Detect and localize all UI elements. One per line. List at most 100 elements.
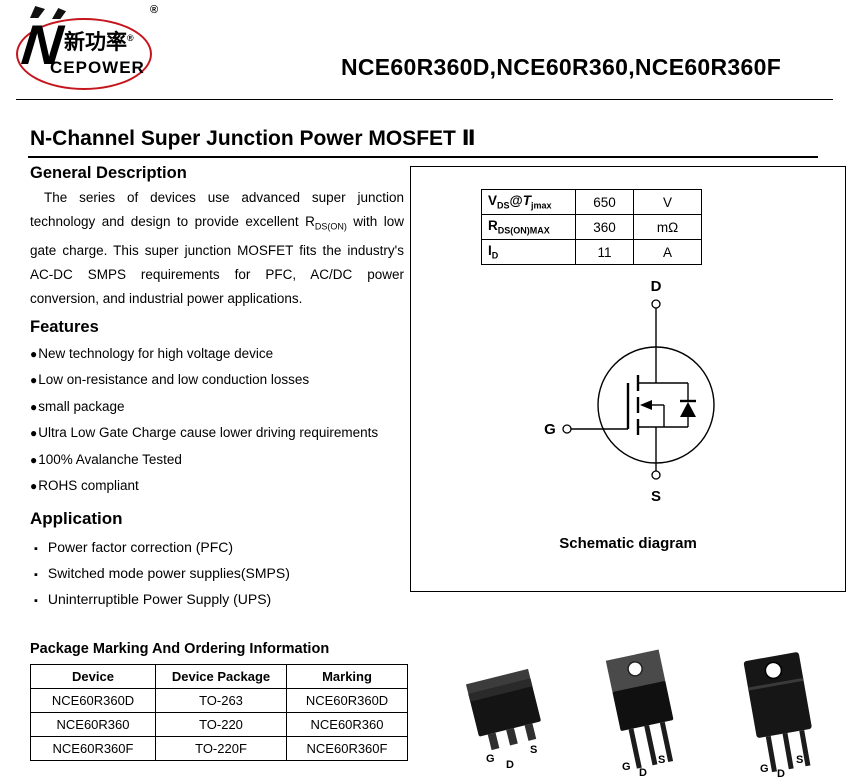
feature-text: Ultra Low Gate Charge cause lower drivin… xyxy=(38,425,379,441)
header-divider xyxy=(16,99,833,100)
application-text: Uninterruptible Power Supply (UPS) xyxy=(47,590,272,607)
cell-device: NCE60R360 xyxy=(30,712,156,737)
bullet-icon: ▪ xyxy=(34,542,38,555)
feature-item: ●100% Avalanche Tested xyxy=(30,447,404,474)
feature-text: New technology for high voltage device xyxy=(38,345,274,361)
company-logo: ® N 新功率® CEPOWER xyxy=(16,4,166,98)
cell-marking: NCE60R360F xyxy=(286,736,408,761)
document-title: NCE60R360D,NCE60R360,NCE60R360F xyxy=(340,54,782,80)
feature-item: ●New technology for high voltage device xyxy=(30,341,404,368)
gate-terminal-icon xyxy=(562,424,572,434)
package-image-to220: G D S xyxy=(605,649,674,779)
spec-value: 11 xyxy=(575,239,634,265)
application-text: Switched mode power supplies(SMPS) xyxy=(47,564,290,581)
column-header-marking: Marking xyxy=(286,664,408,689)
bullet-icon: ▪ xyxy=(34,568,38,581)
source-terminal-icon xyxy=(651,470,661,480)
logo-oval: N 新功率® CEPOWER xyxy=(16,13,152,90)
body-arrow-icon xyxy=(640,400,652,410)
bullet-icon: ▪ xyxy=(34,594,38,607)
bullet-icon: ● xyxy=(30,452,38,467)
spec-value: 650 xyxy=(575,189,634,215)
title-divider xyxy=(28,156,818,158)
pin-label-s: S xyxy=(796,754,803,766)
features-list: ●New technology for high voltage device … xyxy=(30,341,404,500)
spec-unit: A xyxy=(633,239,702,265)
to263-body xyxy=(465,668,541,751)
ordering-heading: Package Marking And Ordering Information xyxy=(30,641,330,657)
general-description-text: The series of devices use advanced super… xyxy=(30,186,404,311)
spec-param-rdson: RDS(ON)MAX xyxy=(481,214,576,240)
key-spec-table: VDS@Tjmax 650 V RDS(ON)MAX 360 mΩ ID 11 … xyxy=(481,189,702,265)
application-item: ▪ Switched mode power supplies(SMPS) xyxy=(30,561,404,587)
mosfet-schematic: D G S xyxy=(544,278,715,505)
table-header-row: Device Device Package Marking xyxy=(30,664,408,689)
feature-text: Low on-resistance and low conduction los… xyxy=(38,372,310,388)
pin-label-d: D xyxy=(777,768,785,779)
drain-label: D xyxy=(651,278,662,295)
feature-item: ●ROHS compliant xyxy=(30,473,404,500)
bullet-icon: ● xyxy=(30,479,38,494)
logo-chinese-text: 新功率® xyxy=(64,26,134,56)
table-row: ID 11 A xyxy=(481,239,702,265)
pin-label-d: D xyxy=(506,759,514,771)
table-row: NCE60R360F TO-220F NCE60R360F xyxy=(30,736,408,761)
column-header-device: Device xyxy=(30,664,156,689)
registered-mark: ® xyxy=(150,4,159,16)
spec-unit: mΩ xyxy=(633,214,702,240)
table-row: VDS@Tjmax 650 V xyxy=(481,189,702,215)
application-text: Power factor correction (PFC) xyxy=(47,538,234,555)
cell-device: NCE60R360D xyxy=(30,688,156,713)
pin-label-s: S xyxy=(658,754,665,766)
description-part: The series of devices use advanced super… xyxy=(30,190,404,229)
left-column: General Description The series of device… xyxy=(30,164,404,613)
cell-marking: NCE60R360 xyxy=(286,712,408,737)
pin-label-d: D xyxy=(639,767,647,779)
pin-label-g: G xyxy=(760,763,769,775)
feature-item: ●Low on-resistance and low conduction lo… xyxy=(30,367,404,394)
body-diode-icon xyxy=(680,402,696,417)
table-row: NCE60R360D TO-263 NCE60R360D xyxy=(30,688,408,713)
ordering-table: Device Device Package Marking NCE60R360D… xyxy=(30,664,408,761)
general-description-heading: General Description xyxy=(30,164,187,182)
spec-param-vds: VDS@Tjmax xyxy=(481,189,576,215)
source-label: S xyxy=(651,488,661,505)
package-image-to220f: G D S xyxy=(743,652,812,779)
registered-mark: ® xyxy=(127,33,134,43)
bullet-icon: ● xyxy=(30,373,38,388)
page-title: N-Channel Super Junction Power MOSFET Ⅱ xyxy=(30,127,476,150)
bullet-icon: ● xyxy=(30,399,38,414)
table-row: NCE60R360 TO-220 NCE60R360 xyxy=(30,712,408,737)
description-part: with low gate charge. This super junctio… xyxy=(30,214,404,306)
table-row: RDS(ON)MAX 360 mΩ xyxy=(481,214,702,240)
pin-label-g: G xyxy=(622,761,631,773)
application-item: ▪ Power factor correction (PFC) xyxy=(30,535,404,561)
schematic-caption: Schematic diagram xyxy=(559,535,697,552)
summary-box: VDS@Tjmax 650 V RDS(ON)MAX 360 mΩ ID 11 … xyxy=(410,166,846,592)
features-heading: Features xyxy=(30,317,99,336)
cell-package: TO-263 xyxy=(155,688,287,713)
feature-text: 100% Avalanche Tested xyxy=(38,451,182,467)
cell-package: TO-220 xyxy=(155,712,287,737)
column-header-package: Device Package xyxy=(155,664,287,689)
pin-label-g: G xyxy=(486,753,495,765)
feature-text: small package xyxy=(38,398,125,414)
application-item: ▪ Uninterruptible Power Supply (UPS) xyxy=(30,587,404,613)
cell-package: TO-220F xyxy=(155,736,287,761)
package-image-to263: G D S xyxy=(465,668,541,771)
spec-value: 360 xyxy=(575,214,634,240)
feature-item: ●Ultra Low Gate Charge cause lower drivi… xyxy=(30,420,404,447)
logo-chinese-chars: 新功率 xyxy=(64,31,127,54)
logo-company-name: CEPOWER xyxy=(50,58,145,77)
spec-param-id: ID xyxy=(481,239,576,265)
feature-text: ROHS compliant xyxy=(38,478,139,494)
logo-ornament-icon xyxy=(52,8,66,19)
description-subscript: DS(ON) xyxy=(314,221,347,232)
cell-marking: NCE60R360D xyxy=(286,688,408,713)
to220f-body xyxy=(743,652,812,773)
spec-unit: V xyxy=(633,189,702,215)
application-heading: Application xyxy=(30,508,123,528)
gate-label: G xyxy=(544,421,556,438)
drain-terminal-icon xyxy=(651,299,661,309)
